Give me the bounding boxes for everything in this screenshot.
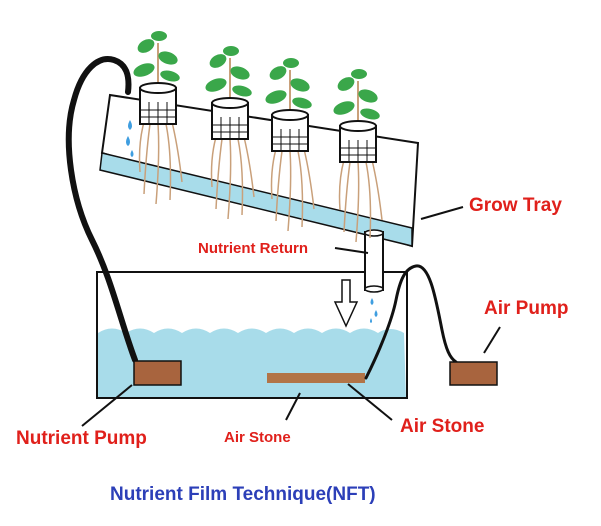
plant-2 bbox=[205, 46, 255, 220]
net-pot bbox=[211, 97, 249, 140]
leaves bbox=[205, 46, 252, 97]
roots bbox=[270, 148, 315, 232]
plant-1 bbox=[133, 31, 183, 205]
leaves bbox=[333, 69, 380, 120]
label-air-stone-small: Air Stone bbox=[224, 429, 291, 446]
diagram-title: Nutrient Film Technique(NFT) bbox=[110, 484, 376, 505]
label-air-pump: Air Pump bbox=[484, 298, 569, 319]
label-nutrient-return: Nutrient Return bbox=[198, 240, 308, 257]
label-grow-tray: Grow Tray bbox=[469, 195, 562, 216]
roots bbox=[138, 121, 183, 205]
roots bbox=[210, 136, 255, 220]
grow-tray-nutrient-film bbox=[99, 152, 413, 247]
air-stone bbox=[267, 373, 365, 383]
reservoir-outline bbox=[96, 271, 408, 399]
label-nutrient-pump: Nutrient Pump bbox=[16, 428, 147, 449]
net-pot bbox=[339, 120, 377, 163]
water-drops bbox=[370, 298, 378, 323]
flow-arrow-icon bbox=[333, 279, 359, 328]
label-air-stone-large: Air Stone bbox=[400, 416, 485, 437]
leaves bbox=[133, 31, 180, 82]
air-pump bbox=[449, 361, 498, 386]
plants bbox=[133, 31, 383, 243]
plant-4 bbox=[333, 69, 383, 243]
roots bbox=[338, 159, 383, 243]
tube-outlet-drops bbox=[126, 120, 134, 157]
net-pot bbox=[139, 82, 177, 125]
nutrient-pump bbox=[133, 360, 182, 386]
nutrient-return-pipe bbox=[364, 229, 384, 323]
nutrient-supply-tube bbox=[65, 56, 138, 363]
pointer-lines bbox=[81, 206, 501, 427]
net-pot bbox=[271, 109, 309, 152]
leaves bbox=[265, 58, 312, 109]
plant-3 bbox=[265, 58, 315, 232]
air-line-tube bbox=[364, 264, 458, 380]
